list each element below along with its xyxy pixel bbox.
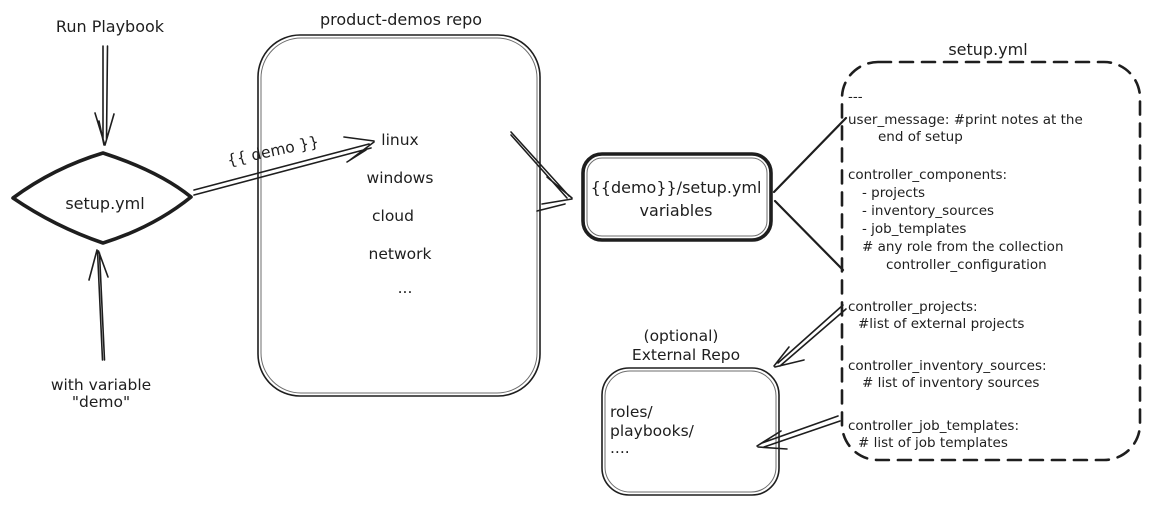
repo-box: [257, 34, 541, 397]
arrow-with-variable-icon: [88, 249, 109, 361]
external-repo-box-echo: [604, 370, 777, 493]
product-demos-repo: product-demos repo linux windows cloud n…: [257, 10, 541, 397]
variables-box-line1: {{demo}}/setup.yml: [591, 178, 762, 197]
connector-variables-to-setup-bottom: [773, 199, 845, 272]
repo-item-windows: windows: [367, 169, 434, 187]
diamond-label: setup.yml: [65, 194, 144, 213]
external-repo-title-line1: (optional): [644, 327, 719, 345]
variables-box-outline: [581, 152, 773, 242]
repo-item-network: network: [369, 245, 432, 263]
setup-yml-title: setup.yml: [948, 40, 1027, 59]
yaml-line-doc-start: ---: [848, 89, 863, 105]
yaml-line-projects: - projects: [862, 185, 925, 201]
variables-box-echo: [586, 157, 768, 237]
repo-title: product-demos repo: [320, 10, 482, 29]
arrow-demo-icon: [193, 136, 375, 196]
yaml-line-controller-components: controller_components:: [848, 167, 1007, 183]
repo-item-cloud: cloud: [372, 207, 414, 225]
run-playbook-label: Run Playbook: [56, 17, 165, 36]
repo-item-ellipsis: ...: [398, 279, 413, 297]
external-repo-ellipsis: ....: [610, 439, 630, 457]
yaml-line-controller-configuration: controller_configuration: [886, 257, 1047, 273]
yaml-line-job-templates: - job_templates: [862, 221, 966, 237]
with-variable-label-line1: with variable: [51, 376, 151, 394]
repo-box-echo: [260, 37, 538, 394]
setup-yml-dashed-box: [840, 60, 1142, 462]
external-repo: (optional) External Repo roles/ playbook…: [601, 327, 780, 496]
external-repo-roles: roles/: [610, 403, 653, 421]
external-repo-title-line2: External Repo: [632, 346, 740, 364]
repo-item-linux: linux: [381, 131, 418, 149]
yaml-line-inventory-sources-comment: # list of inventory sources: [862, 375, 1039, 391]
external-repo-box: [601, 367, 780, 496]
arrow-templates-to-external-repo-icon: [756, 415, 841, 450]
yaml-line-controller-inventory-sources: controller_inventory_sources:: [848, 358, 1047, 374]
yaml-line-external-projects-comment: #list of external projects: [858, 316, 1024, 332]
yaml-line-job-templates-comment: # list of job templates: [858, 435, 1008, 451]
yaml-line-user-message: user_message: #print notes at the: [848, 112, 1083, 128]
variables-box: {{demo}}/setup.yml variables: [581, 152, 773, 242]
arrow-projects-to-external-repo-icon: [773, 304, 847, 368]
yaml-line-controller-projects: controller_projects:: [848, 299, 978, 315]
connector-variables-to-setup-top: [772, 116, 848, 194]
variables-box-line2: variables: [640, 201, 713, 220]
arrow-linux-to-variables-icon: [510, 131, 573, 212]
left-flow: Run Playbook setup.yml with variable "de…: [11, 17, 193, 411]
setup-yml-diamond: [11, 151, 193, 245]
arrow-run-playbook-icon: [94, 45, 115, 146]
demo-arrow-label: {{ demo }}: [225, 133, 320, 170]
yaml-line-user-message-cont: end of setup: [878, 129, 963, 145]
setup-yml-panel: setup.yml --- user_message: #print notes…: [840, 40, 1142, 462]
yaml-line-inventory-sources: - inventory_sources: [862, 203, 994, 219]
yaml-line-controller-job-templates: controller_job_templates:: [848, 418, 1019, 434]
external-repo-playbooks: playbooks/: [610, 422, 695, 440]
with-variable-label-line2: "demo": [72, 393, 130, 411]
yaml-line-any-role-comment: # any role from the collection: [862, 239, 1064, 255]
